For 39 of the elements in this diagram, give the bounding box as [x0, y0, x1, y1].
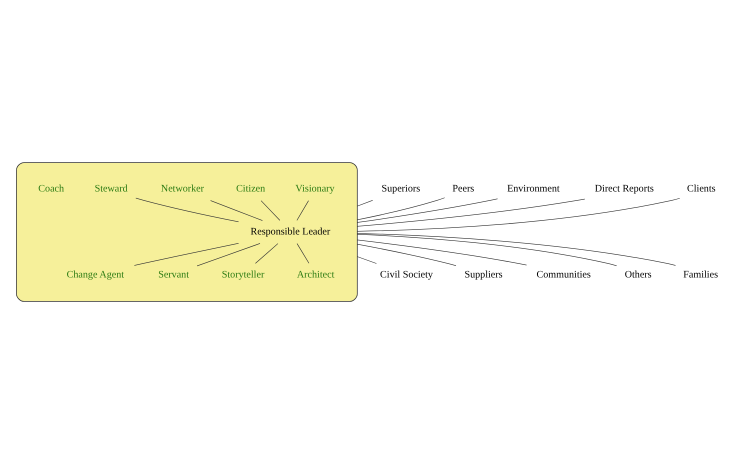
node-text: Superiors	[382, 182, 420, 194]
connector	[356, 232, 676, 266]
connector	[356, 197, 680, 232]
connector	[196, 242, 260, 266]
node-text: Families	[683, 268, 718, 280]
connector	[356, 243, 456, 266]
connector	[135, 197, 239, 222]
node-text: Visionary	[295, 182, 335, 194]
node-text: Servant	[158, 268, 190, 280]
node-text: Responsible Leader	[250, 226, 330, 237]
node-text: Civil Society	[380, 268, 433, 280]
node-text: Suppliers	[464, 268, 503, 280]
node-text: Coach	[38, 182, 64, 194]
node-text: Peers	[452, 182, 474, 194]
connector	[296, 242, 310, 264]
node-text: Others	[624, 268, 652, 280]
node-text: Change Agent	[66, 268, 124, 280]
connector	[296, 200, 309, 220]
node-text: Environment	[507, 182, 560, 194]
node-text: Storyteller	[222, 268, 264, 280]
node-text: Networker	[160, 182, 204, 194]
connector	[134, 242, 239, 266]
connector	[255, 242, 278, 264]
node-text: Steward	[94, 182, 128, 194]
node-text: Clients	[686, 182, 716, 194]
connector	[260, 200, 280, 220]
connector	[356, 198, 498, 222]
cluster	[16, 162, 358, 302]
connector	[356, 239, 527, 265]
node-text: Communities	[536, 268, 591, 280]
node-text: Direct Reports	[594, 182, 654, 194]
node-text: Citizen	[236, 182, 266, 194]
connector	[356, 233, 617, 266]
connector	[356, 200, 373, 206]
connector	[356, 196, 445, 220]
node-text: Architect	[296, 268, 334, 280]
connector	[356, 256, 377, 264]
connector	[356, 198, 586, 226]
connector	[210, 200, 263, 220]
